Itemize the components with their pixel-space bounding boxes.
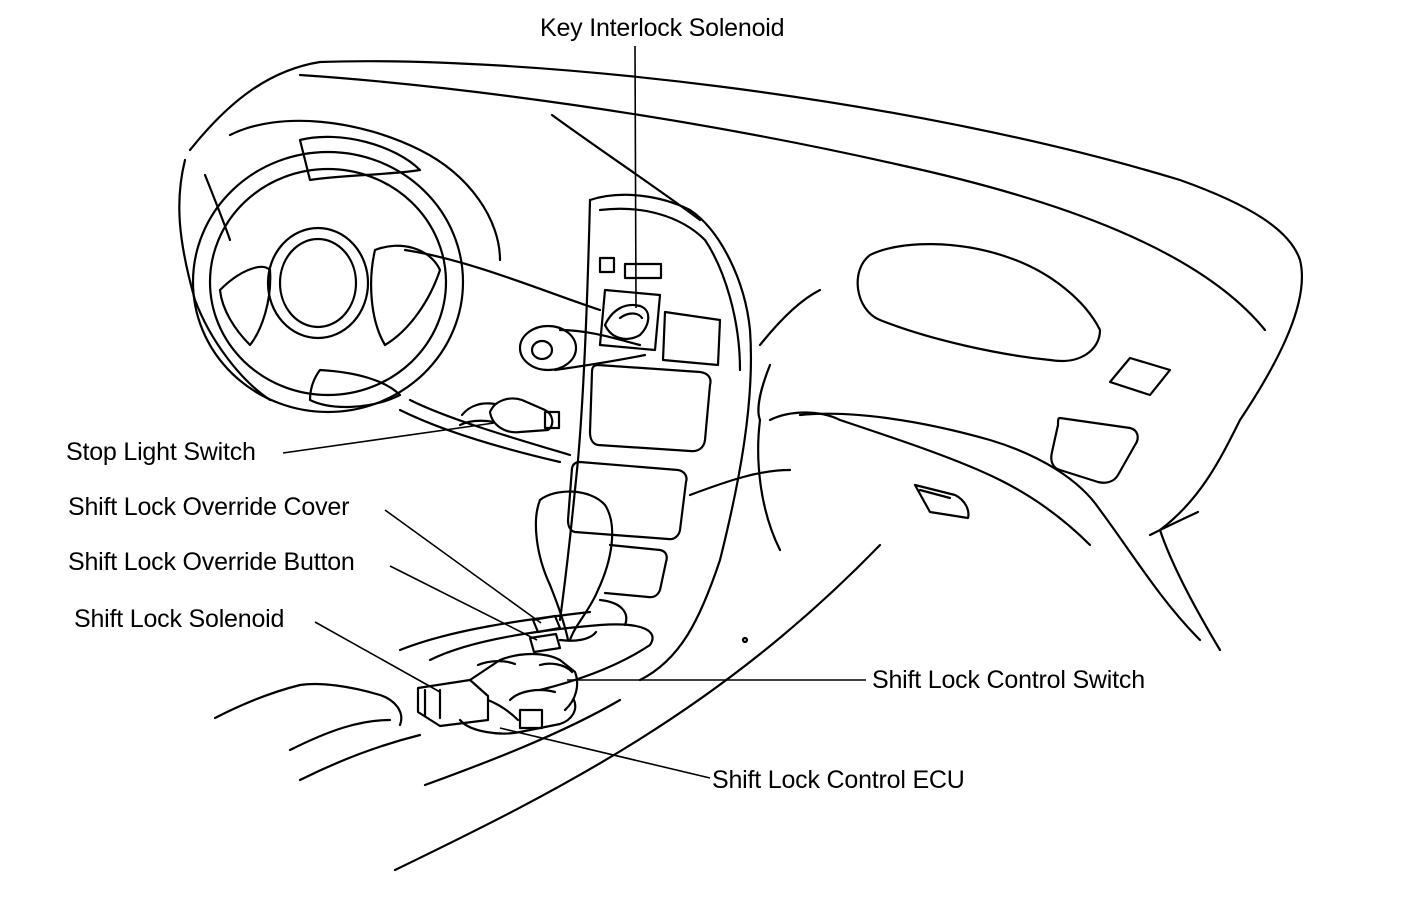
- key-interlock-solenoid-part: [603, 303, 650, 340]
- label-shift-lock-control-switch: Shift Lock Control Switch: [872, 666, 1145, 694]
- label-shift-lock-override-cover: Shift Lock Override Cover: [68, 493, 350, 521]
- passenger-vent: [856, 243, 1102, 363]
- dashboard-right-lower-edge: [1158, 528, 1222, 652]
- shift-lock-override-button-part: [528, 632, 562, 654]
- dashboard-right-tab: [1148, 510, 1200, 537]
- label-shift-lock-control-ecu: Shift Lock Control ECU: [712, 766, 965, 794]
- stop-light-switch-body: [488, 397, 554, 434]
- shift-lock-solenoid-part: [416, 678, 490, 728]
- center-stack: [588, 193, 753, 682]
- label-shift-lock-override-button: Shift Lock Override Button: [68, 548, 355, 576]
- label-stop-light-switch: Stop Light Switch: [66, 438, 256, 466]
- steering-hub: [266, 226, 370, 340]
- shift-lock-ecu-part: [458, 698, 577, 735]
- shift-lock-override-cover-part: [531, 614, 562, 634]
- steering-wheel-rim: [191, 150, 465, 414]
- ignition-cylinder: [518, 324, 578, 372]
- dashboard-top-edge: [188, 60, 1304, 532]
- glovebox-handle: [913, 483, 970, 520]
- label-key-interlock-solenoid: Key Interlock Solenoid: [540, 14, 785, 42]
- glovebox: [798, 412, 1202, 642]
- shift-knob: [538, 490, 614, 642]
- passenger-small-vent: [1108, 356, 1172, 397]
- label-shift-lock-solenoid: Shift Lock Solenoid: [74, 605, 285, 633]
- leader-lines: [282, 45, 866, 779]
